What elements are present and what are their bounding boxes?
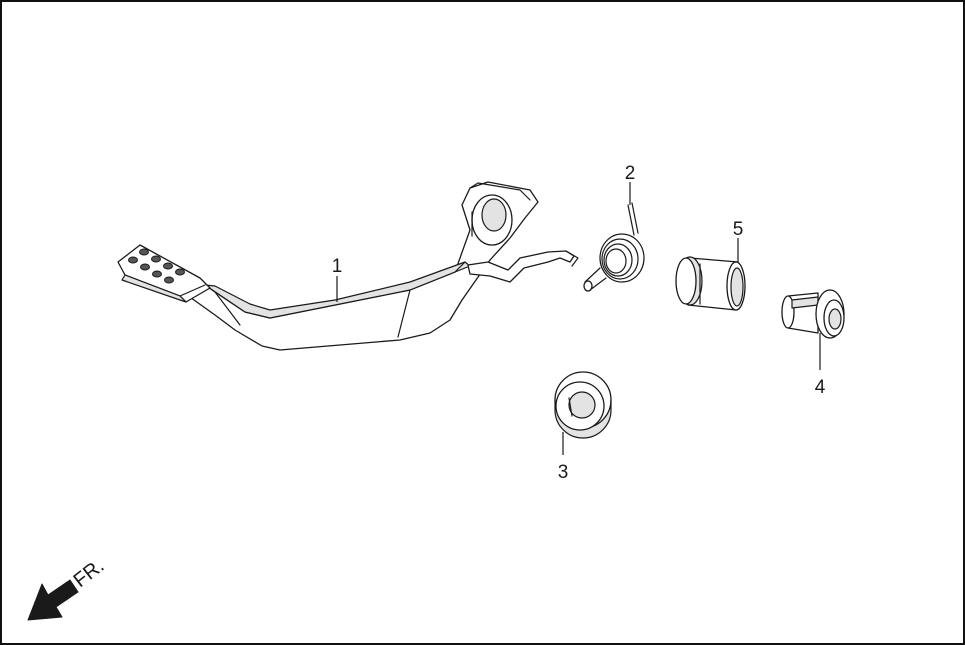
sleeve-bushing-part: [675, 256, 746, 311]
washer-part: [554, 371, 612, 439]
brake-pedal-part: [117, 181, 579, 351]
callout-5: 5: [733, 219, 744, 240]
front-direction-label: FR.: [70, 555, 109, 592]
callout-3: 3: [558, 462, 569, 483]
callout-4: 4: [815, 377, 826, 398]
return-spring-part: [583, 202, 645, 292]
flanged-collar-part: [781, 289, 845, 339]
front-direction-arrow-icon: [27, 579, 79, 621]
callout-2: 2: [625, 163, 636, 184]
callout-1: 1: [332, 256, 343, 277]
